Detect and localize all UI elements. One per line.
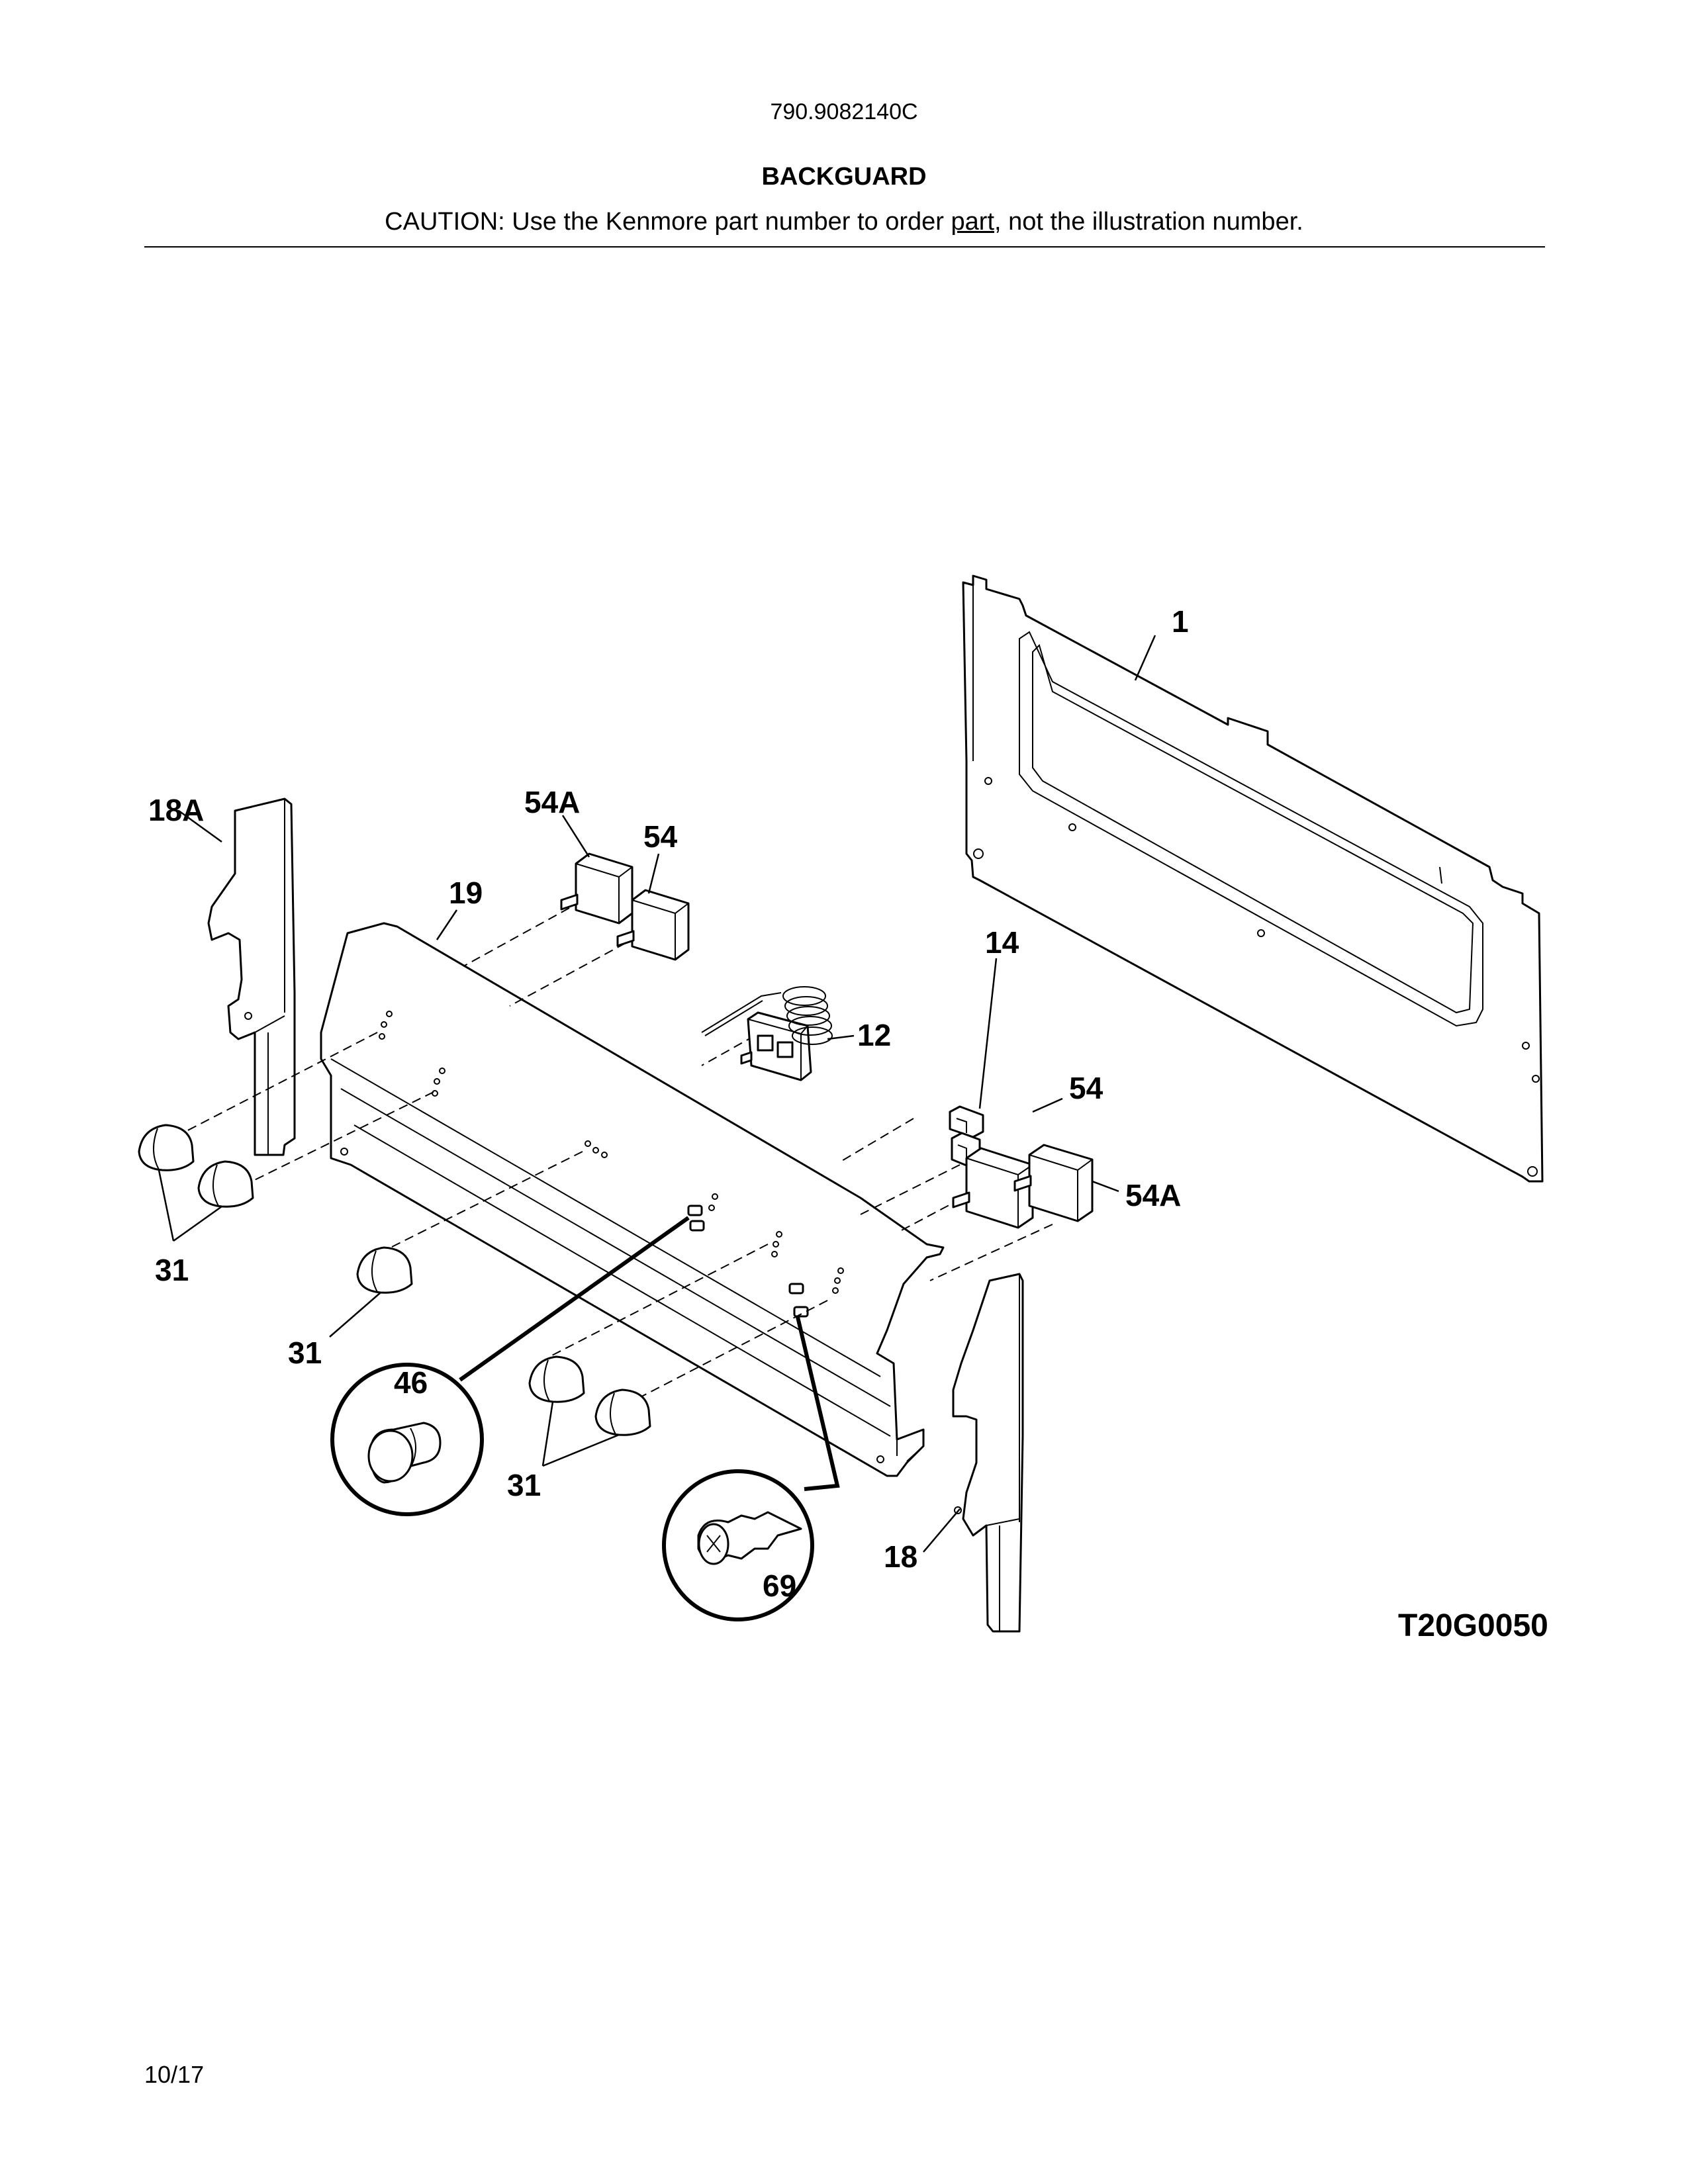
leader-lines <box>158 635 1156 1553</box>
callout-labels: 1 18A 19 54A 54 14 12 54 54A 31 31 31 46… <box>148 604 1548 1643</box>
callout-31-left: 31 <box>155 1253 189 1287</box>
callout-31-bottom: 31 <box>507 1468 541 1502</box>
caution-text-start: CAUTION: Use the Kenmore part number to … <box>385 208 951 236</box>
callout-54-right: 54 <box>1069 1071 1103 1105</box>
part-31-knobs <box>138 1124 651 1436</box>
assembly-guide-lines <box>178 907 1053 1404</box>
drawing-code: T20G0050 <box>1398 1608 1548 1643</box>
callout-18A: 18A <box>148 793 204 827</box>
part-69-detail <box>662 1316 840 1621</box>
callout-14: 14 <box>985 925 1019 960</box>
knob-lower-a <box>528 1355 585 1403</box>
callout-1: 1 <box>1172 604 1189 639</box>
part-54-right-switch <box>952 1147 1034 1229</box>
page-title: BACKGUARD <box>761 163 927 191</box>
callout-54A-top: 54A <box>524 785 580 819</box>
callout-18: 18 <box>884 1539 917 1574</box>
page-reference: 10/17 <box>144 2061 205 2088</box>
part-54A-right-switch <box>1013 1144 1094 1222</box>
callout-54A-right: 54A <box>1125 1178 1181 1212</box>
part-19-control-panel <box>320 922 945 1477</box>
callout-54-top: 54 <box>643 819 678 854</box>
part-18-right-end-cap <box>952 1273 1024 1633</box>
knob-upper-left-b <box>197 1160 254 1208</box>
callout-31-middle: 31 <box>288 1336 322 1370</box>
caution-underlined-word: part <box>951 208 994 236</box>
callout-46: 46 <box>394 1365 428 1400</box>
caution-text-end: , not the illustration number. <box>994 208 1303 236</box>
part-54-top-switch <box>616 889 690 961</box>
part-46-detail <box>330 1216 690 1516</box>
part-18A-left-end-cap <box>207 797 296 1156</box>
model-number: 790.9082140C <box>770 99 918 124</box>
knob-upper-left-a <box>138 1124 195 1171</box>
callout-19: 19 <box>449 876 483 910</box>
part-54A-top-switch <box>560 852 633 925</box>
knob-lower-b <box>594 1388 651 1436</box>
callout-69: 69 <box>763 1569 796 1603</box>
caution-note: CAUTION: Use the Kenmore part number to … <box>0 208 1688 236</box>
part-14-indicator-switch <box>949 1105 984 1168</box>
knob-middle <box>356 1246 413 1294</box>
callout-12: 12 <box>857 1018 891 1052</box>
part-12-thermostat <box>701 986 833 1081</box>
header-divider <box>144 246 1545 248</box>
part-1-rear-panel <box>962 574 1544 1183</box>
